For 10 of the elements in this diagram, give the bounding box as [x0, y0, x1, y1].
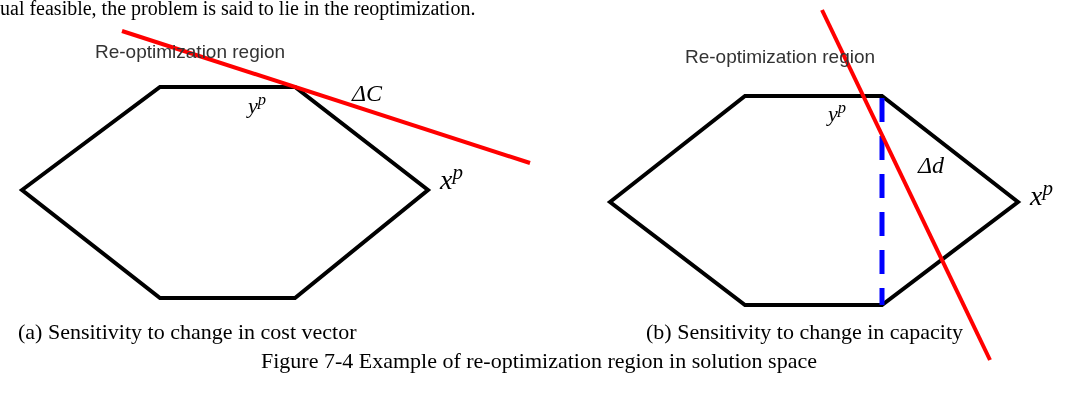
figure-caption: Figure 7-4 Example of re-optimization region in solution space — [261, 347, 817, 375]
point-label: x$^{p}$ — [1030, 178, 1053, 213]
body-text: ual feasible, the problem is said to lie in the reoptimization. — [0, 0, 476, 21]
delta-label: ΔC — [352, 79, 383, 108]
subfigure-caption: (b) Sensitivity to change in capacity — [646, 318, 964, 346]
point-label: y$^{p}$ — [828, 100, 846, 128]
delta-label: Δd — [918, 151, 945, 180]
subfigure-caption: (a) Sensitivity to change in cost vector — [18, 318, 357, 346]
point-label: x$^{p}$ — [440, 162, 463, 197]
point-label: y$^{p}$ — [248, 92, 266, 120]
